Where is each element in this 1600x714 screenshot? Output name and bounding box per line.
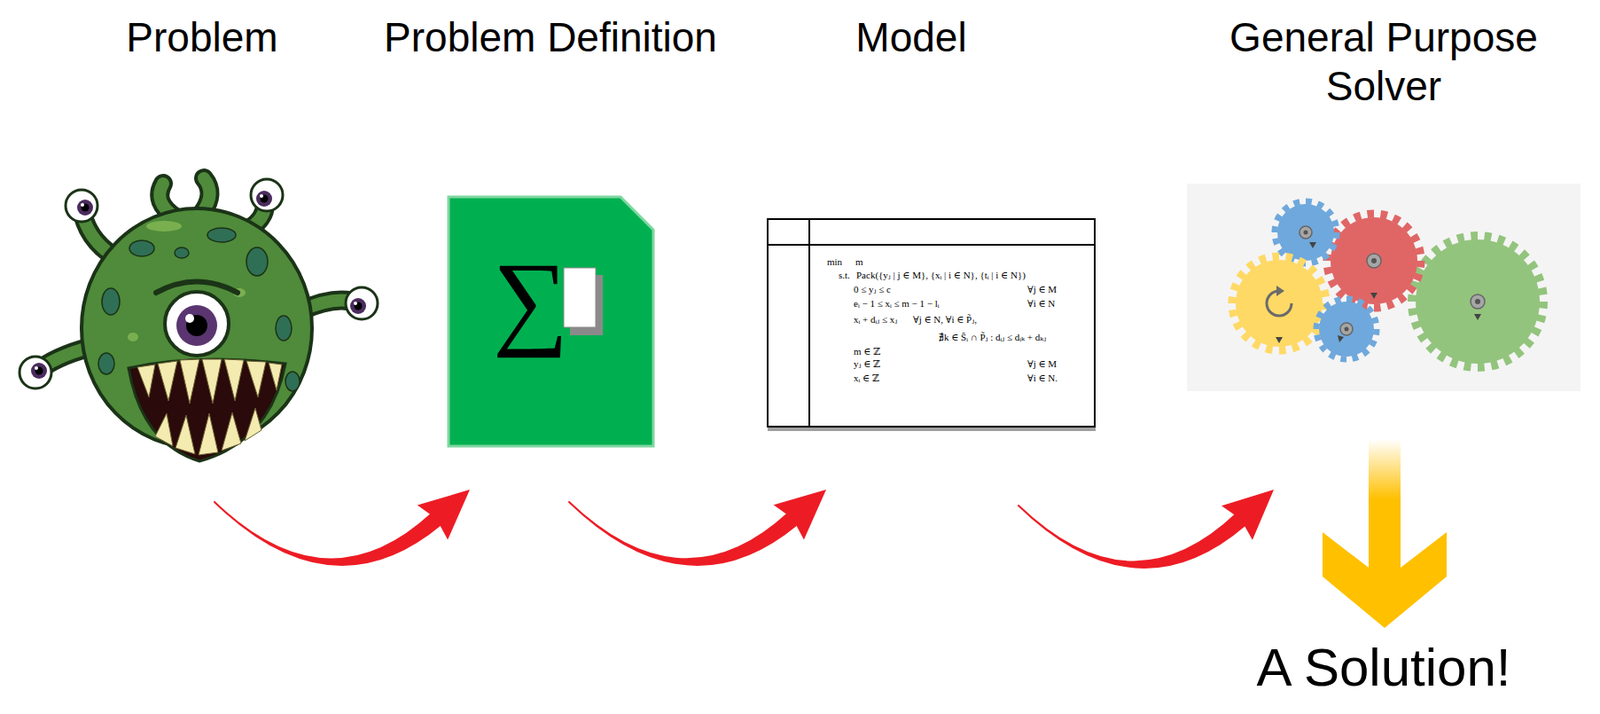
monster-eyeballs	[19, 179, 378, 389]
formula-text: yⱼ ∈ ℤ	[853, 358, 881, 370]
stage-heading: General Purpose Solver	[1186, 13, 1581, 111]
table-header-line	[767, 243, 1095, 246]
formula-text: m	[855, 256, 864, 268]
result-arrow	[1322, 438, 1447, 628]
table-border	[767, 218, 1095, 427]
stage-node: Problem Definition ∑	[381, 8, 722, 453]
arrow-head	[773, 489, 827, 539]
result-text: A Solution!	[1240, 636, 1527, 698]
arrow-body	[1018, 505, 1246, 568]
monster-main-eye	[156, 281, 238, 357]
stage-node: A Solution!	[1240, 636, 1529, 701]
yellow-gear	[1232, 256, 1327, 351]
formula-condition: ∀j ∈ M	[1027, 358, 1057, 370]
flow-arrow	[569, 489, 827, 565]
red-gear	[1326, 213, 1421, 308]
arrow-head	[1221, 489, 1274, 540]
formula-text: s.t.	[838, 269, 851, 281]
monster-mouth	[128, 359, 286, 461]
flow-arrow	[214, 489, 470, 565]
stage-node: General Purpose Solver	[1186, 8, 1583, 392]
document-shape	[448, 196, 654, 446]
gears-background	[1186, 183, 1581, 391]
formula-text: eᵢ − 1 ≤ xᵢ ≤ m − 1 − lᵢ	[853, 297, 940, 310]
sigma-symbol: ∑	[492, 246, 570, 353]
formula-condition: ∀i ∈ N.	[1027, 372, 1058, 384]
stage-heading: Model	[767, 13, 1055, 63]
formula-text: min	[827, 256, 843, 268]
flow-arrow	[1018, 489, 1274, 568]
formula-condition: ∄k ∈ Ŝᵢ ∩ P̃ⱼ : dᵢⱼ ≤ dᵢₖ + dₖⱼ	[938, 331, 1046, 344]
blue-gear	[1316, 298, 1377, 360]
model-table-frame	[767, 218, 1096, 431]
formula-text: Pack({yⱼ | j ∈ M}, {xᵢ | i ∈ N}, {tᵢ | i…	[856, 269, 1026, 281]
formula-text: xᵢ ∈ ℤ	[853, 372, 880, 384]
stage-node: Model minm s.t. Pack({yⱼ | j ∈ M}, {xᵢ | i …	[767, 8, 1096, 430]
gears-illustration	[1186, 183, 1581, 391]
stage-heading: Problem Definition	[381, 13, 720, 63]
formula-text: 0 ≤ yⱼ ≤ c	[853, 283, 891, 296]
stage-node: Problem	[20, 8, 386, 479]
formula-condition: ∀j ∈ M	[1027, 283, 1057, 296]
formula-condition: ∀j ∈ N, ∀i ∈ P̃ⱼ,	[913, 313, 977, 326]
formula-condition: ∀i ∈ N	[1027, 297, 1055, 310]
stage-heading: Problem	[20, 13, 384, 63]
table-column-line	[808, 218, 811, 427]
arrow-body	[214, 501, 442, 565]
blue-gear	[1274, 201, 1337, 264]
formula-text: xᵢ + dᵢⱼ ≤ xⱼ	[853, 313, 898, 326]
definition-document-icon	[448, 196, 654, 446]
arrow-shape	[1322, 438, 1447, 628]
green-gear	[1412, 235, 1544, 367]
arrow-head	[417, 489, 470, 540]
arrow-body	[569, 501, 798, 565]
monster-illustration	[19, 178, 378, 461]
formula-text: m ∈ ℤ	[853, 345, 881, 358]
